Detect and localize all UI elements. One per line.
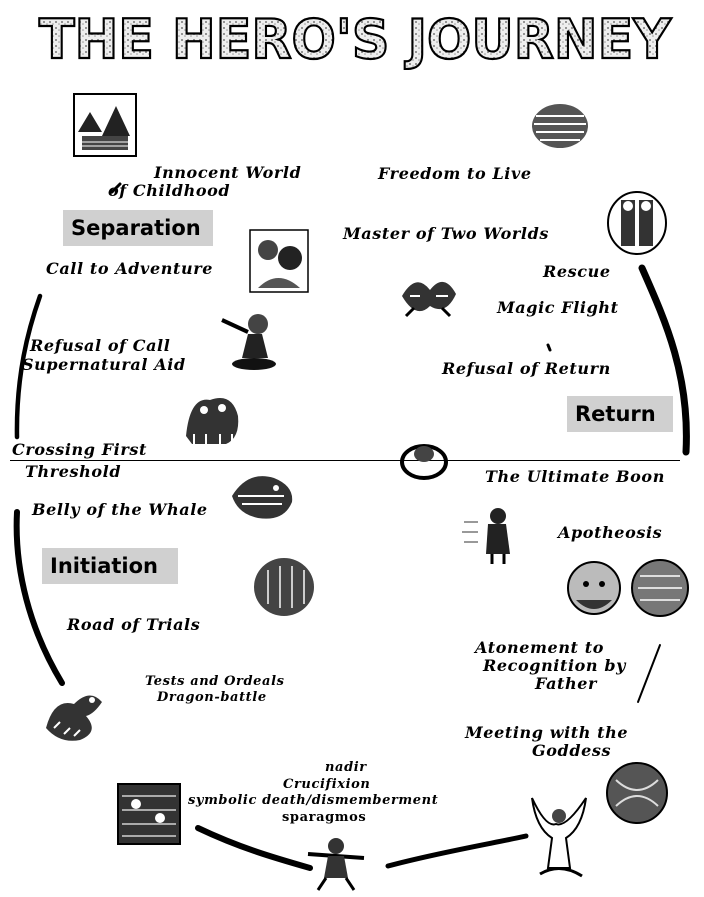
father-faces-illustration xyxy=(567,559,689,617)
dismemberment-illustration xyxy=(117,783,181,845)
stage-dragon-battle: Dragon-battle xyxy=(157,690,267,705)
phase-initiation: Initiation xyxy=(42,548,178,584)
stage-belly-of-whale: Belly of the Whale xyxy=(32,500,208,519)
stage-master-two-worlds: Master of Two Worlds xyxy=(343,224,549,243)
title-text: THE HERO'S JOURNEY xyxy=(39,8,672,70)
stage-sparagmos: sparagmos xyxy=(282,810,367,825)
stage-apotheosis: Apotheosis xyxy=(558,523,663,542)
curve-atonement xyxy=(637,644,661,703)
stage-refusal-of-return: Refusal of Return xyxy=(442,359,611,378)
stage-refusal-of-call: Refusal of Call xyxy=(30,336,171,355)
curve-nadir-right xyxy=(385,833,529,869)
curve-call-to-crossing xyxy=(14,293,43,440)
threshold-guardian-illustration xyxy=(186,398,239,444)
supernatural-aid-illustration xyxy=(221,314,276,370)
stage-atonement-1: Atonement to xyxy=(475,638,604,657)
stage-threshold: Threshold xyxy=(25,462,122,481)
curve-belly-to-trials xyxy=(13,509,65,686)
stage-symbolic-death: symbolic death/dismemberment xyxy=(188,793,439,808)
diagram-title: THE HERO'S JOURNEY xyxy=(30,7,680,72)
childhood-illustration xyxy=(73,93,137,157)
dragon-flight-illustration xyxy=(402,281,456,318)
curve-nadir-left xyxy=(195,825,313,871)
phase-return: Return xyxy=(567,396,673,432)
curve-return-arc xyxy=(638,264,690,456)
stage-freedom-to-live: Freedom to Live xyxy=(378,164,532,183)
stage-meeting-goddess-2: Goddess xyxy=(532,741,612,760)
stage-nadir: nadir xyxy=(325,760,367,775)
stage-rescue: Rescue xyxy=(543,262,611,281)
stage-road-of-trials: Road of Trials xyxy=(67,615,201,634)
curve-innocent-arrow xyxy=(110,182,122,194)
ring-illustration xyxy=(400,444,448,480)
stage-magic-flight: Magic Flight xyxy=(497,298,619,317)
trials-illustration xyxy=(254,558,314,616)
apotheosis-illustration xyxy=(462,508,510,564)
stage-atonement-3: Father xyxy=(535,674,598,693)
phase-separation: Separation xyxy=(63,210,213,246)
stage-crucifixion: Crucifixion xyxy=(283,777,371,792)
whale-illustration xyxy=(232,476,293,519)
stage-crossing-first: Crossing First xyxy=(12,440,147,459)
stage-supernatural-aid: Supernatural Aid xyxy=(22,355,186,374)
threshold-line xyxy=(10,460,680,461)
goddess-circle-illustration xyxy=(606,762,668,824)
stage-meeting-goddess-1: Meeting with the xyxy=(465,723,629,742)
nadir-figure-illustration xyxy=(307,838,365,891)
stage-ultimate-boon: The Ultimate Boon xyxy=(485,467,665,486)
stage-call-to-adventure: Call to Adventure xyxy=(46,259,214,278)
dragon-battle-illustration xyxy=(46,695,102,741)
stage-tests-and-ordeals: Tests and Ordeals xyxy=(145,674,285,689)
stage-innocent-world-2: of Childhood xyxy=(108,181,231,200)
freedom-illustration xyxy=(532,104,588,148)
goddess-illustration xyxy=(531,797,587,878)
stage-atonement-2: Recognition by xyxy=(483,656,627,675)
curve-refusal-return-dot xyxy=(546,343,552,352)
stage-innocent-world-1: Innocent World xyxy=(154,163,302,182)
master-illustration xyxy=(607,191,667,255)
call-illustration xyxy=(249,229,309,293)
